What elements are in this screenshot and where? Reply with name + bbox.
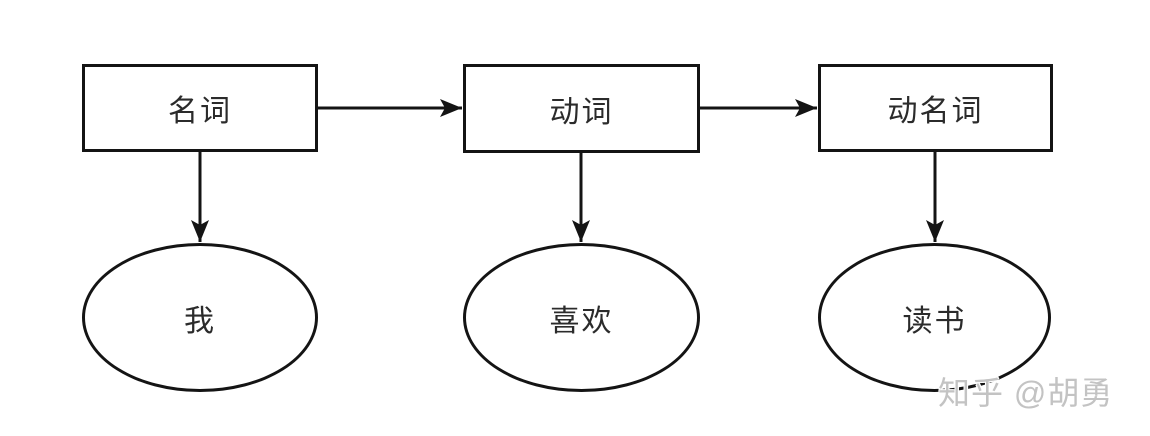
zhihu-watermark: 知乎 @胡勇 <box>938 375 1114 411</box>
node-ellipse-like-label: 喜欢 <box>549 304 614 338</box>
node-ellipse-read: 读书 <box>818 243 1051 392</box>
node-box-verb-label: 动词 <box>549 95 614 129</box>
node-box-noun-label: 名词 <box>168 95 232 128</box>
node-box-noun: 名词 <box>82 64 318 152</box>
node-ellipse-i-label: 我 <box>184 304 216 338</box>
node-ellipse-like: 喜欢 <box>463 243 700 392</box>
node-box-gerund: 动名词 <box>818 64 1053 152</box>
node-box-gerund-label: 动名词 <box>887 95 984 128</box>
node-ellipse-read-label: 读书 <box>902 304 967 338</box>
node-ellipse-i: 我 <box>82 243 318 392</box>
node-box-verb: 动词 <box>463 64 700 153</box>
